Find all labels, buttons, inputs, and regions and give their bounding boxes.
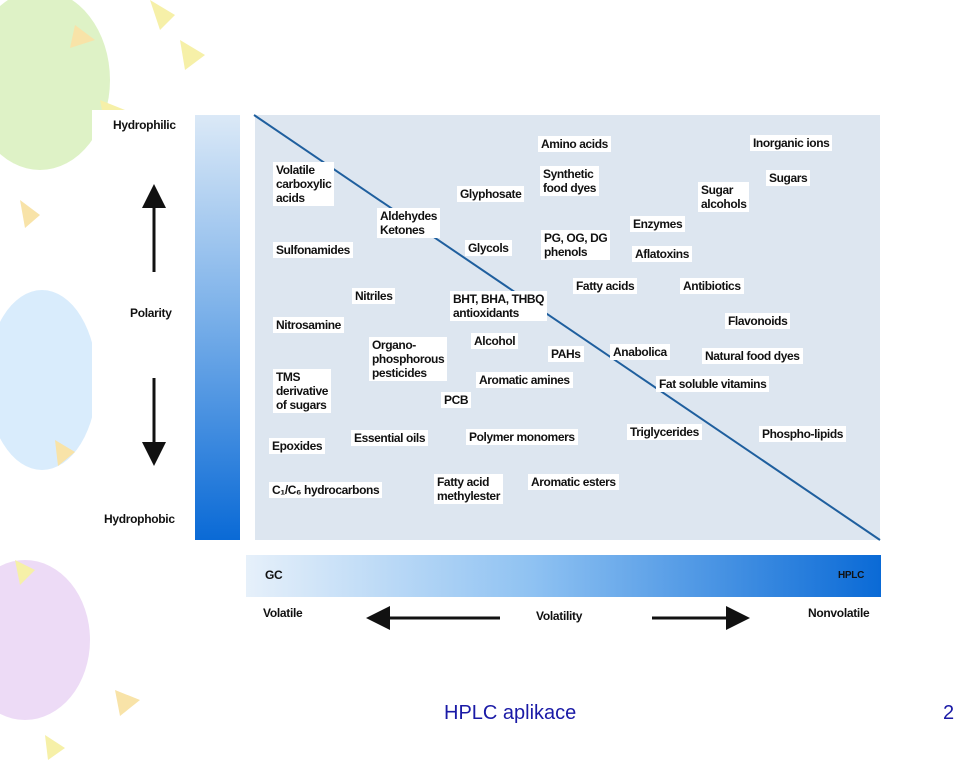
compound-sulfonamides: Sulfonamides <box>273 242 353 258</box>
polarity-label: Polarity <box>130 306 172 320</box>
compound-tms-derivative-sugars: TMS derivative of sugars <box>273 369 332 413</box>
compound-fatty-acids: Fatty acids <box>573 278 638 294</box>
volatile-label: Volatile <box>263 606 303 620</box>
compound-sugar-alcohols: Sugar alcohols <box>698 182 750 212</box>
compound-antibiotics: Antibiotics <box>680 278 744 294</box>
compound-volatile-carboxylic-acids: Volatile carboxylic acids <box>273 162 335 206</box>
confetti-shape <box>150 0 175 30</box>
compound-alcohol: Alcohol <box>471 333 519 349</box>
compound-anabolica: Anabolica <box>610 344 670 360</box>
compound-fatty-acid-methylester: Fatty acid methylester <box>434 474 503 504</box>
hplc-label: HPLC <box>838 570 865 581</box>
nonvolatile-label: Nonvolatile <box>808 606 870 620</box>
purple-balloon <box>0 560 90 720</box>
confetti-shape <box>45 735 65 760</box>
gc-hplc-boundary-line <box>253 114 881 541</box>
confetti-shape <box>70 25 95 48</box>
compound-pg-og-dg-phenols: PG, OG, DG phenols <box>541 230 611 260</box>
compound-glyphosate: Glyphosate <box>457 186 525 202</box>
gc-label: GC <box>265 568 283 582</box>
compound-glycols: Glycols <box>465 240 512 256</box>
confetti-shape <box>15 560 35 585</box>
confetti-shape <box>180 40 205 70</box>
compound-epoxides: Epoxides <box>269 438 326 454</box>
volatility-label: Volatility <box>536 609 583 623</box>
compound-amino-acids: Amino acids <box>538 136 611 152</box>
confetti-shape <box>20 200 40 228</box>
compound-phospholipids: Phospho-lipids <box>759 426 847 442</box>
compound-triglycerides: Triglycerides <box>627 424 702 440</box>
compound-enzymes: Enzymes <box>630 216 686 232</box>
compound-natural-food-dyes: Natural food dyes <box>702 348 803 364</box>
compound-aromatic-amines: Aromatic amines <box>476 372 573 388</box>
compound-pcb: PCB <box>441 392 472 408</box>
compound-bht-antioxidants: BHT, BHA, THBQ antioxidants <box>450 291 548 321</box>
compound-aromatic-esters: Aromatic esters <box>528 474 619 490</box>
compound-aflatoxins: Aflatoxins <box>632 246 693 262</box>
compound-synthetic-food-dyes: Synthetic food dyes <box>540 166 600 196</box>
compound-aldehydes-ketones: Aldehydes Ketones <box>377 208 441 238</box>
volatility-gradient-bar <box>246 555 881 597</box>
confetti-shape <box>55 440 75 466</box>
confetti-shape <box>115 690 140 716</box>
compound-nitriles: Nitriles <box>352 288 396 304</box>
compound-inorganic-ions: Inorganic ions <box>750 135 833 151</box>
compound-hydrocarbons: C₁/C₆ hydrocarbons <box>269 482 383 498</box>
polarity-gradient-bar <box>195 115 240 540</box>
compound-fat-soluble-vitamins: Fat soluble vitamins <box>656 376 770 392</box>
page-number: 2 <box>943 702 955 724</box>
compound-nitrosamine: Nitrosamine <box>273 317 344 333</box>
compound-flavonoids: Flavonoids <box>725 313 791 329</box>
blue-balloon <box>0 290 97 470</box>
slide-caption: HPLC aplikace <box>444 702 577 724</box>
compound-polymer-monomers: Polymer monomers <box>466 429 578 445</box>
compound-organophosphorous-pesticides: Organo- phosphorous pesticides <box>369 337 448 381</box>
compound-pahs: PAHs <box>548 346 584 362</box>
hydrophilic-label: Hydrophilic <box>113 118 176 132</box>
compound-sugars: Sugars <box>766 170 811 186</box>
hydrophobic-label: Hydrophobic <box>104 512 175 526</box>
compound-essential-oils: Essential oils <box>351 430 429 446</box>
